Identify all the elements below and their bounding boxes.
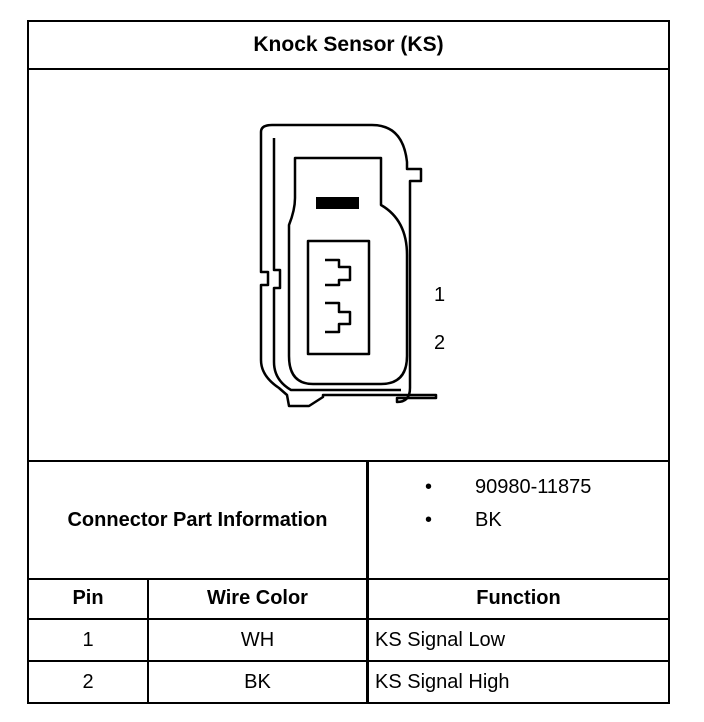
part-info-item: • BK [369, 509, 668, 539]
table-divider [147, 578, 149, 702]
wire-color: BK [244, 670, 271, 693]
part-info-label: Connector Part Information [67, 508, 328, 531]
part-info-item: • 90980-11875 [369, 476, 668, 506]
pinout-table: Pin Wire Color Function 1 WH KS Signal L… [29, 578, 668, 702]
table-row: 2 BK KS Signal High [29, 662, 668, 702]
connector-part-info: Connector Part Information • 90980-11875… [29, 460, 668, 580]
connector-inner-outline [272, 138, 401, 392]
pin-label-1: 1 [434, 284, 445, 306]
terminal-1 [325, 258, 352, 287]
header-wire-color: Wire Color [207, 586, 308, 609]
part-number: 90980-11875 [475, 476, 592, 498]
connector-outer-housing [259, 123, 438, 408]
pin-number: 2 [82, 670, 94, 693]
connector-inner-housing [287, 156, 409, 386]
info-divider [366, 462, 369, 578]
connector-drawing: 1 2 [259, 123, 445, 408]
pin-label-2: 2 [434, 332, 445, 354]
wire-color: WH [240, 628, 275, 651]
connector-color: BK [475, 509, 502, 531]
page-title: Knock Sensor (KS) [29, 22, 668, 70]
pin-number: 1 [82, 628, 94, 651]
part-info-values: • 90980-11875 • BK [369, 462, 668, 578]
table-divider [366, 578, 369, 702]
header-function: Function [476, 586, 561, 609]
locking-bar [316, 197, 359, 209]
table-row: 1 WH KS Signal Low [29, 620, 668, 662]
bullet-icon: • [425, 509, 433, 531]
bullet-icon: • [425, 476, 433, 498]
pin-function: KS Signal Low [375, 628, 506, 651]
pin-cavity-box [306, 239, 371, 356]
pin-function: KS Signal High [375, 670, 510, 693]
connector-figure: 1 2 [29, 70, 668, 460]
table-header-row: Pin Wire Color Function [29, 578, 668, 620]
connector-sheet: Knock Sensor (KS) 1 2 [27, 20, 670, 704]
terminal-2 [325, 301, 352, 334]
header-pin: Pin [72, 586, 104, 609]
